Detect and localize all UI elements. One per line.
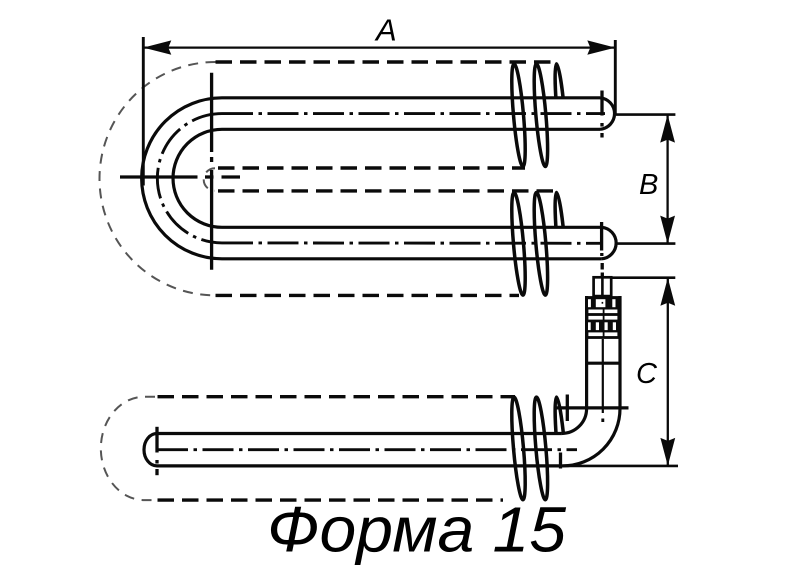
svg-text:C: C (636, 358, 658, 390)
svg-text:A: A (374, 13, 397, 48)
svg-text:Форма 15: Форма 15 (267, 494, 566, 566)
svg-text:B: B (639, 169, 658, 201)
